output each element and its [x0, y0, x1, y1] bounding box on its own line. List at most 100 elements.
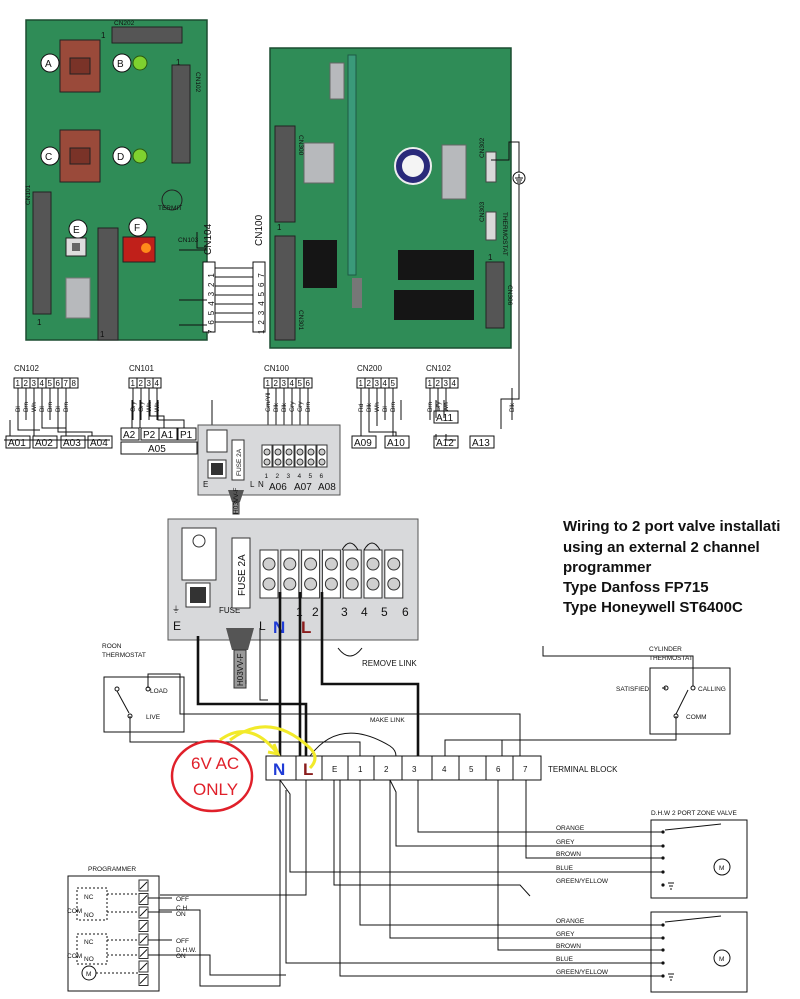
route-brown-1: [525, 780, 663, 859]
big-terminal-screw: [304, 557, 318, 571]
cn104-pin: 5: [207, 310, 216, 315]
valve1-box: [650, 819, 748, 899]
big-terminal-block: [280, 549, 300, 599]
small-terminal-screw: [285, 448, 293, 456]
make-link-arc: [309, 732, 397, 757]
room-thermostat-label-1: ROON: [102, 643, 122, 650]
connector-code: A13: [472, 438, 490, 449]
right-bottom-pin-one: 1: [488, 253, 493, 262]
right-main-board: 1 CN300 CN301 CN302 CN303 THERMOSTAT 1 C…: [269, 47, 513, 349]
small-terminal-e: E: [203, 480, 208, 489]
valve-wire-label: BROWN: [556, 851, 581, 858]
cn104-pin: 6: [207, 320, 216, 325]
big-terminal-fuse: [231, 537, 251, 609]
right-small-connector-2: [485, 211, 497, 241]
connector-code: P2: [143, 430, 156, 441]
marker-c-label: C: [45, 152, 52, 163]
room-thermostat-box: [103, 676, 185, 733]
cn102b-wire-bundle: [435, 400, 456, 441]
cyl-satisfied: SATISFIED: [616, 686, 649, 693]
big-terminal-block: [301, 549, 321, 599]
cn100-pin: 4: [257, 301, 266, 306]
wire-comm: [501, 716, 677, 756]
marker-c: [40, 146, 60, 166]
prog-out-dhw: D.H.W.: [176, 947, 197, 954]
connector-pin-number: 2: [436, 379, 441, 388]
right-top-chip: [329, 62, 345, 100]
red-circle: [170, 739, 254, 813]
valve2-switch-and-earth: [664, 915, 722, 981]
room-thermostat: ROON THERMOSTAT LOAD LIVE: [102, 643, 185, 733]
right-relay-3: [394, 290, 474, 320]
right-left-connector-1: [274, 125, 296, 223]
wire-lp-thick: [196, 636, 308, 756]
connector-code-box: [120, 427, 140, 441]
connector-group-code-box: [120, 441, 198, 455]
marker-f-label: F: [134, 223, 140, 234]
connector-wire-color: Gry: [138, 401, 145, 412]
small-terminal-block: [261, 444, 273, 468]
small-terminal-block: [316, 444, 328, 468]
programmer-terminal-screw: [139, 922, 148, 930]
big-terminal-block: [384, 549, 404, 599]
small-terminal-screw: [263, 448, 271, 456]
connector-wire-color: Brn: [23, 402, 30, 413]
small-terminal-cable-label: H03VV-F: [233, 488, 240, 514]
right-heatsink-strip: [347, 54, 357, 276]
small-terminal-screw: [296, 448, 304, 456]
big-terminal-screw: [283, 557, 297, 571]
route-gy-1: [333, 780, 531, 897]
small-terminal-num: 6: [320, 473, 324, 480]
right-relay-1-pin: [352, 278, 362, 308]
route-prog-l: [160, 780, 307, 896]
yellow-arrow-2: [229, 725, 317, 770]
room-thermostat-switch-arm: [116, 690, 130, 714]
connector-pin-number: 4: [383, 379, 388, 388]
small-terminal-screw: [307, 458, 315, 466]
connector-wire-color: Gry: [130, 401, 137, 412]
prog-com-2: COM: [67, 953, 82, 960]
small-terminal-num: 2: [276, 473, 280, 480]
terminal-block-label: 2: [384, 765, 389, 774]
big-terminal-num: 3: [341, 605, 348, 619]
route-orange-1: [417, 780, 663, 833]
connector-group-code: A05: [148, 444, 166, 455]
marker-a-label: A: [45, 59, 52, 70]
big-terminal-switch-inner: [190, 587, 206, 603]
connector-code-box: [351, 435, 377, 449]
terminal-block-cell: [401, 755, 433, 781]
prog-feed-wires: [159, 780, 286, 987]
small-terminal-code: A07: [294, 482, 312, 493]
big-terminal-block: [363, 549, 383, 599]
connector-code-box: [384, 435, 410, 449]
prog-nc-1: NC: [84, 894, 94, 901]
right-left-pin-one: 1: [277, 223, 282, 232]
small-terminal-code: A06: [269, 482, 287, 493]
title-line-5: Type Honeywell ST6400C: [563, 599, 743, 616]
route-blue-2: [285, 790, 663, 964]
small-terminal-fuse: [231, 439, 245, 481]
small-terminal-block: [294, 444, 306, 468]
small-terminal-num: 5: [309, 473, 313, 480]
left-top-connector-label: CN202: [114, 20, 135, 27]
connector-pin-number: 3: [375, 379, 380, 388]
valve1-label: D.H.W 2 PORT ZONE VALVE: [651, 810, 738, 817]
valve-routing: [160, 779, 663, 977]
connector-code: A03: [63, 438, 81, 449]
terminal-block-label: 5: [469, 765, 474, 774]
title-line-2: using an external 2 channel: [563, 539, 760, 556]
left-top-pin-one: 1: [101, 31, 106, 40]
connector-pin-number: 1: [16, 379, 21, 388]
small-terminal-num: 4: [298, 473, 302, 480]
terminal-block-label: 4: [442, 765, 447, 774]
big-terminal-e: E: [173, 619, 181, 633]
connector-pin-number: 2: [24, 379, 29, 388]
prog-out-on-1: ON: [176, 911, 186, 918]
connector-pin-number: 3: [32, 379, 37, 388]
connector-pin-number: 2: [274, 379, 279, 388]
cn100-pin: 2: [257, 320, 266, 325]
right-left-connector-2: [274, 235, 296, 341]
